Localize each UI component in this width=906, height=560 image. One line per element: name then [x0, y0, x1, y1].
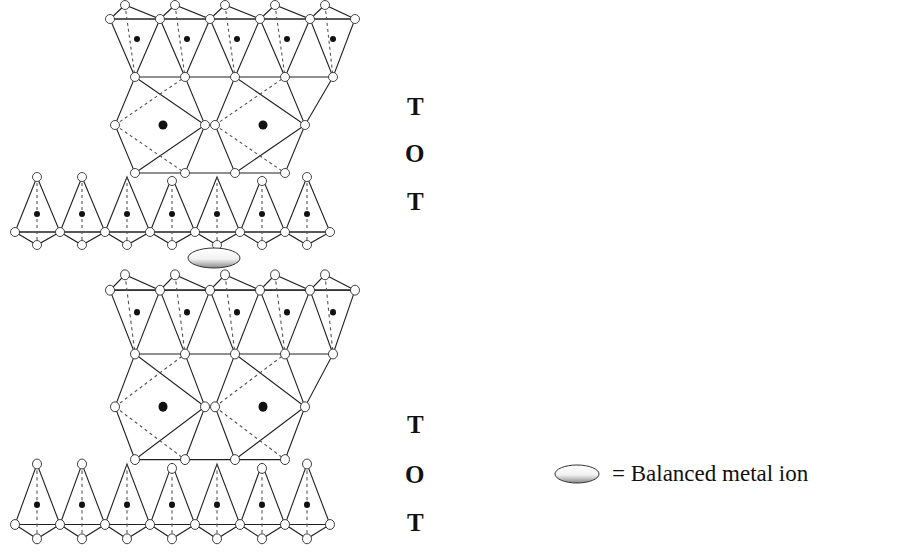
- upper-tot-layer: [11, 1, 360, 250]
- lower-tot-layer: [11, 270, 360, 544]
- legend-text: = Balanced metal ion: [612, 461, 808, 487]
- legend-row: = Balanced metal ion: [552, 461, 808, 487]
- sheet-label: T: [407, 189, 424, 214]
- sheet-label: T: [407, 412, 424, 437]
- sheet-label: O: [405, 141, 424, 166]
- interlayer-metal-ion: [188, 248, 240, 268]
- sheet-label: T: [407, 510, 424, 535]
- legend-swatch: [552, 461, 602, 487]
- sheet-label: O: [405, 462, 424, 487]
- sheet-label: T: [407, 94, 424, 119]
